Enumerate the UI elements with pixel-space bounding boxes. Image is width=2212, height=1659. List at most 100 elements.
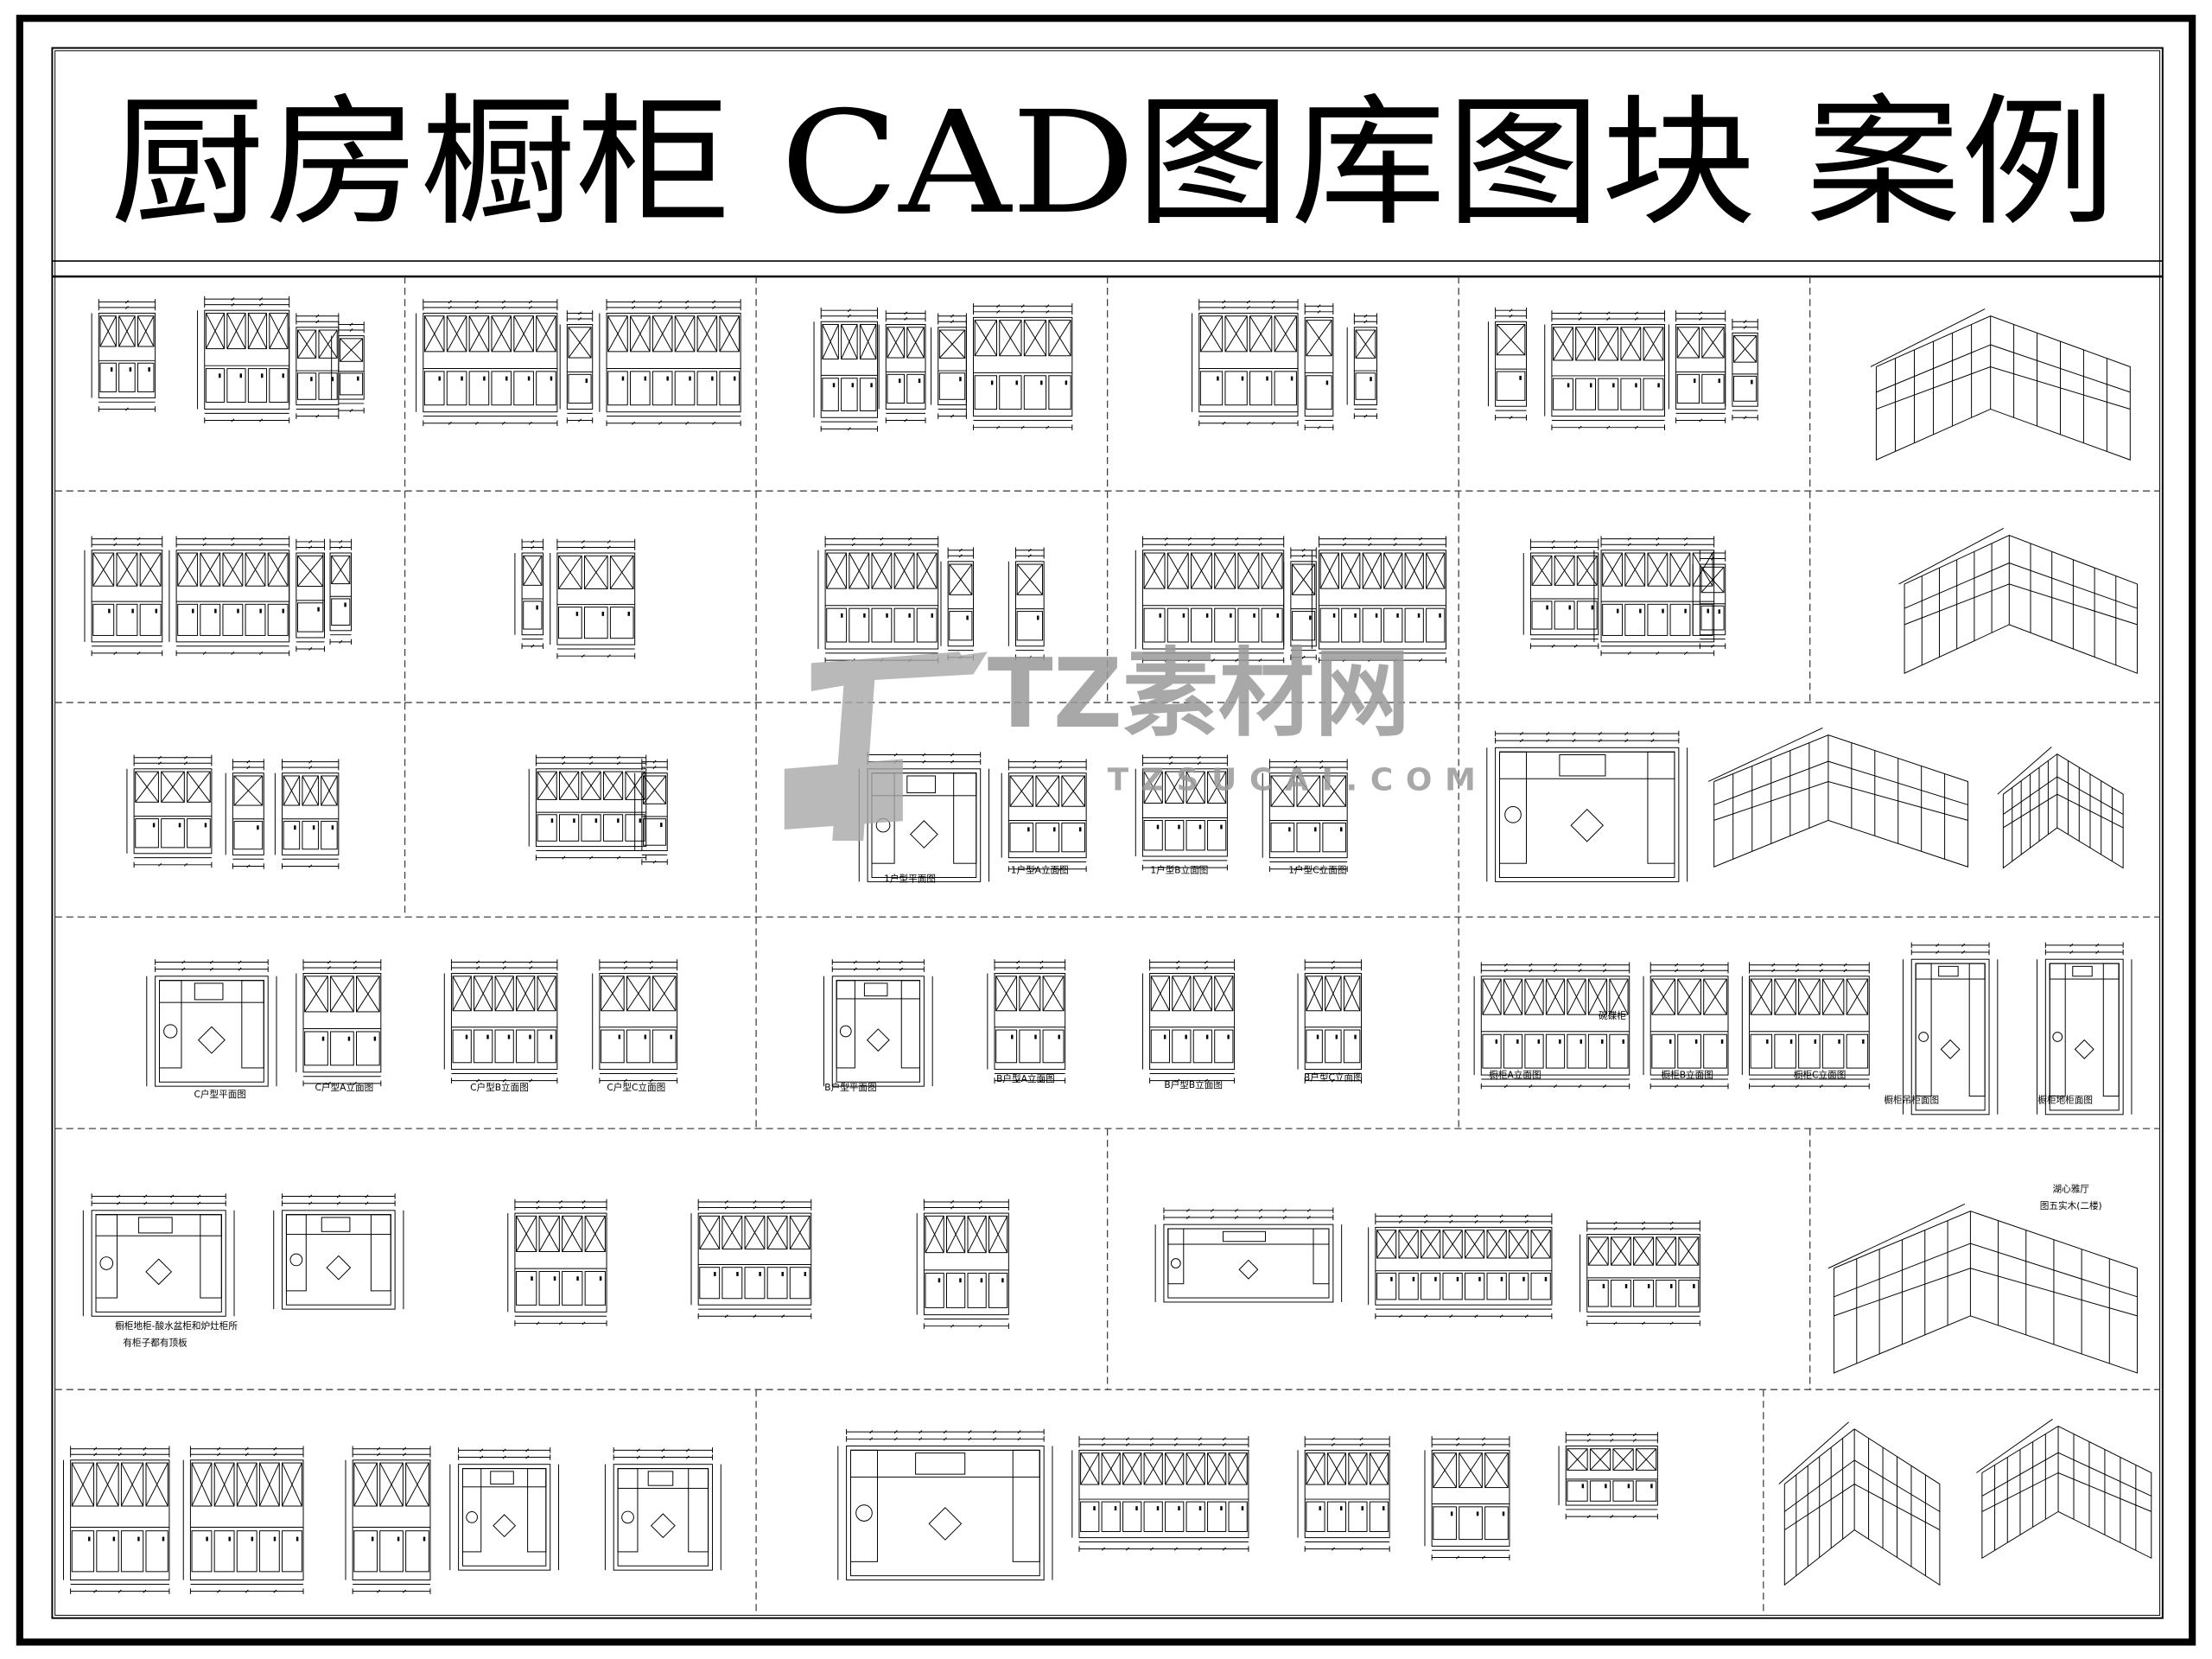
cad-rect xyxy=(1576,555,1598,586)
cad-line xyxy=(536,1205,540,1210)
cad-rect xyxy=(258,1530,280,1573)
cad-rect xyxy=(1750,978,1773,1015)
cad-line xyxy=(1684,543,1688,547)
cad-elevation-drawing xyxy=(987,959,1066,1084)
cabinet-handle xyxy=(373,1036,377,1041)
cad-rect xyxy=(1968,963,1986,1097)
cad-line xyxy=(137,651,141,655)
cad-rect xyxy=(92,603,115,636)
cad-line xyxy=(1150,976,1170,1011)
cad-line xyxy=(318,329,338,359)
cad-line xyxy=(581,539,585,543)
cad-line xyxy=(1185,1208,1190,1212)
cad-line xyxy=(869,1437,874,1441)
cad-line xyxy=(568,327,592,359)
cad-elevation-drawing xyxy=(690,1198,812,1319)
cad-line xyxy=(113,537,118,541)
cad-line xyxy=(1567,1448,1588,1471)
cad-rect xyxy=(1122,1452,1142,1485)
cad-rect xyxy=(607,371,628,406)
cad-elevation-drawing xyxy=(514,538,544,650)
cad-isometric-drawing xyxy=(1827,1204,2138,1374)
cabinet-handle xyxy=(1605,1484,1607,1489)
cad-rect xyxy=(1643,378,1664,410)
cad-line xyxy=(531,644,535,648)
cad-rect xyxy=(1007,772,1087,859)
cad-rect xyxy=(236,1462,257,1507)
cad-rect xyxy=(1166,552,1189,589)
cad-rect xyxy=(2102,963,2120,1097)
dimension-line xyxy=(1976,1419,2053,1473)
cad-rect xyxy=(1326,1452,1347,1485)
cabinet-handle xyxy=(1627,1484,1630,1489)
cad-line xyxy=(231,537,235,541)
cad-rect xyxy=(652,315,673,353)
cad-line xyxy=(943,1437,947,1441)
cad-line xyxy=(474,300,479,304)
cad-rect xyxy=(1589,1480,1611,1502)
cad-rect xyxy=(1700,566,1725,594)
cad-line xyxy=(1404,552,1424,589)
cad-line xyxy=(643,775,666,804)
cad-rect xyxy=(1369,1452,1389,1485)
cad-line xyxy=(118,1446,122,1451)
cad-line xyxy=(1197,866,1201,870)
cad-rect xyxy=(1228,1501,1248,1532)
cad-rect xyxy=(1701,373,1725,404)
cad-line xyxy=(1306,976,1323,1011)
cad-rect xyxy=(1649,976,1729,1076)
cad-rect xyxy=(205,312,226,350)
cad-rect xyxy=(674,315,696,353)
cad-line xyxy=(1503,1084,1508,1089)
cad-rect xyxy=(1567,1033,1586,1069)
cabinet-handle xyxy=(259,608,262,613)
cad-line xyxy=(448,300,452,304)
cad-line xyxy=(967,1216,987,1253)
cad-rect xyxy=(1143,771,1163,804)
cad-rect xyxy=(1353,327,1377,406)
cabinet-handle xyxy=(1516,1039,1519,1044)
cad-line xyxy=(124,407,129,411)
cad-rect xyxy=(1224,371,1248,406)
cad-rect xyxy=(1214,1029,1234,1064)
cad-rect xyxy=(953,772,977,864)
cad-line xyxy=(529,1078,533,1083)
cad-line xyxy=(1122,1452,1142,1485)
cabinet-handle xyxy=(219,373,221,378)
cad-line xyxy=(652,315,673,353)
cabinet-handle xyxy=(1227,1034,1230,1039)
cad-line xyxy=(1319,766,1324,770)
cad-line xyxy=(949,563,973,595)
cabinet-handle xyxy=(851,383,855,388)
cad-line xyxy=(696,315,718,353)
cad-line xyxy=(331,555,351,584)
caption: C户型A立面图 xyxy=(315,1082,374,1093)
cad-line xyxy=(405,1462,429,1507)
cabinet-handle xyxy=(148,367,150,372)
cad-line xyxy=(1573,644,1578,648)
cad-rect xyxy=(267,603,289,636)
cabinet-handle xyxy=(1354,1034,1357,1039)
cad-line xyxy=(1185,1452,1205,1485)
cad-rect xyxy=(423,315,445,353)
cad-plan-drawing xyxy=(449,1447,560,1571)
cad-line xyxy=(1211,658,1216,663)
cad-line xyxy=(1656,537,1660,541)
cad-line xyxy=(562,761,566,766)
cabinet-handle xyxy=(1500,1276,1503,1281)
cad-line xyxy=(113,651,118,655)
cabinet-handle xyxy=(1581,1484,1585,1489)
cad-line xyxy=(267,552,289,587)
cad-line xyxy=(1033,766,1037,770)
cad-line xyxy=(516,976,536,1011)
cad-rect xyxy=(1343,976,1361,1012)
cad-line xyxy=(906,327,925,359)
cad-rect xyxy=(232,772,264,855)
cabinet-handle xyxy=(899,378,901,384)
cad-line xyxy=(1598,739,1602,743)
cabinet-handle xyxy=(1478,1276,1481,1281)
cad-line xyxy=(1270,775,1295,807)
cad-rect xyxy=(1575,327,1597,361)
cad-elevation-drawing xyxy=(1692,550,1726,650)
cad-line xyxy=(978,1324,982,1328)
